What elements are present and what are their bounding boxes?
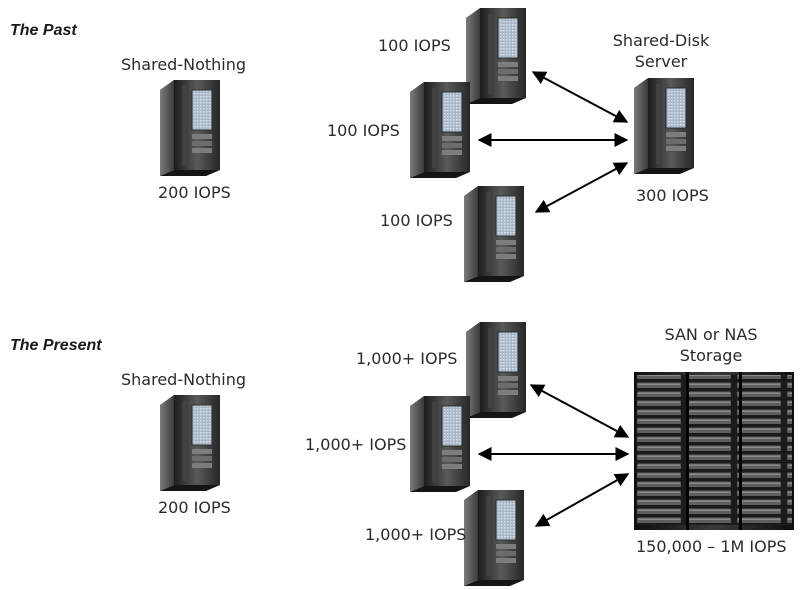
present-shared-nothing-label: Shared-Nothing [121, 370, 247, 389]
past-node2-server-icon [408, 80, 472, 180]
past-shared-nothing-server-icon [158, 78, 222, 178]
present-arrow-node1 [529, 384, 630, 438]
present-node1-server-icon [464, 320, 528, 420]
past-node2-iops: 100 IOPS [327, 121, 400, 140]
past-arrow-node3 [534, 162, 629, 213]
past-node1-iops: 100 IOPS [378, 36, 451, 55]
storage-rack-icon [634, 372, 794, 530]
present-arrow-node3 [534, 473, 630, 527]
present-shared-nothing-server-icon [158, 393, 222, 493]
present-node2-server-icon [408, 394, 472, 494]
present-shared-nothing-iops: 200 IOPS [158, 498, 231, 517]
present-node3-iops: 1,000+ IOPS [365, 525, 467, 544]
past-node1-server-icon [464, 6, 528, 106]
past-shared-nothing-label: Shared-Nothing [121, 55, 247, 74]
present-heading: The Present [10, 337, 102, 354]
storage-label-line1: SAN or NAS [664, 325, 758, 344]
present-node3-server-icon [462, 488, 526, 588]
past-shared-disk-label-line2: Server [634, 52, 688, 71]
past-shared-disk-label-line1: Shared-Disk [612, 31, 710, 50]
past-shared-disk-iops: 300 IOPS [636, 186, 709, 205]
past-arrow-node1 [531, 71, 629, 123]
present-node2-iops: 1,000+ IOPS [305, 435, 407, 454]
past-node3-server-icon [462, 184, 526, 284]
past-node3-iops: 100 IOPS [380, 211, 453, 230]
past-shared-nothing-iops: 200 IOPS [158, 183, 231, 202]
present-node1-iops: 1,000+ IOPS [356, 349, 458, 368]
past-heading: The Past [10, 22, 77, 39]
storage-iops: 150,000 – 1M IOPS [636, 537, 787, 556]
storage-label-line2: Storage [679, 346, 743, 365]
past-shared-disk-server-icon [632, 76, 696, 176]
